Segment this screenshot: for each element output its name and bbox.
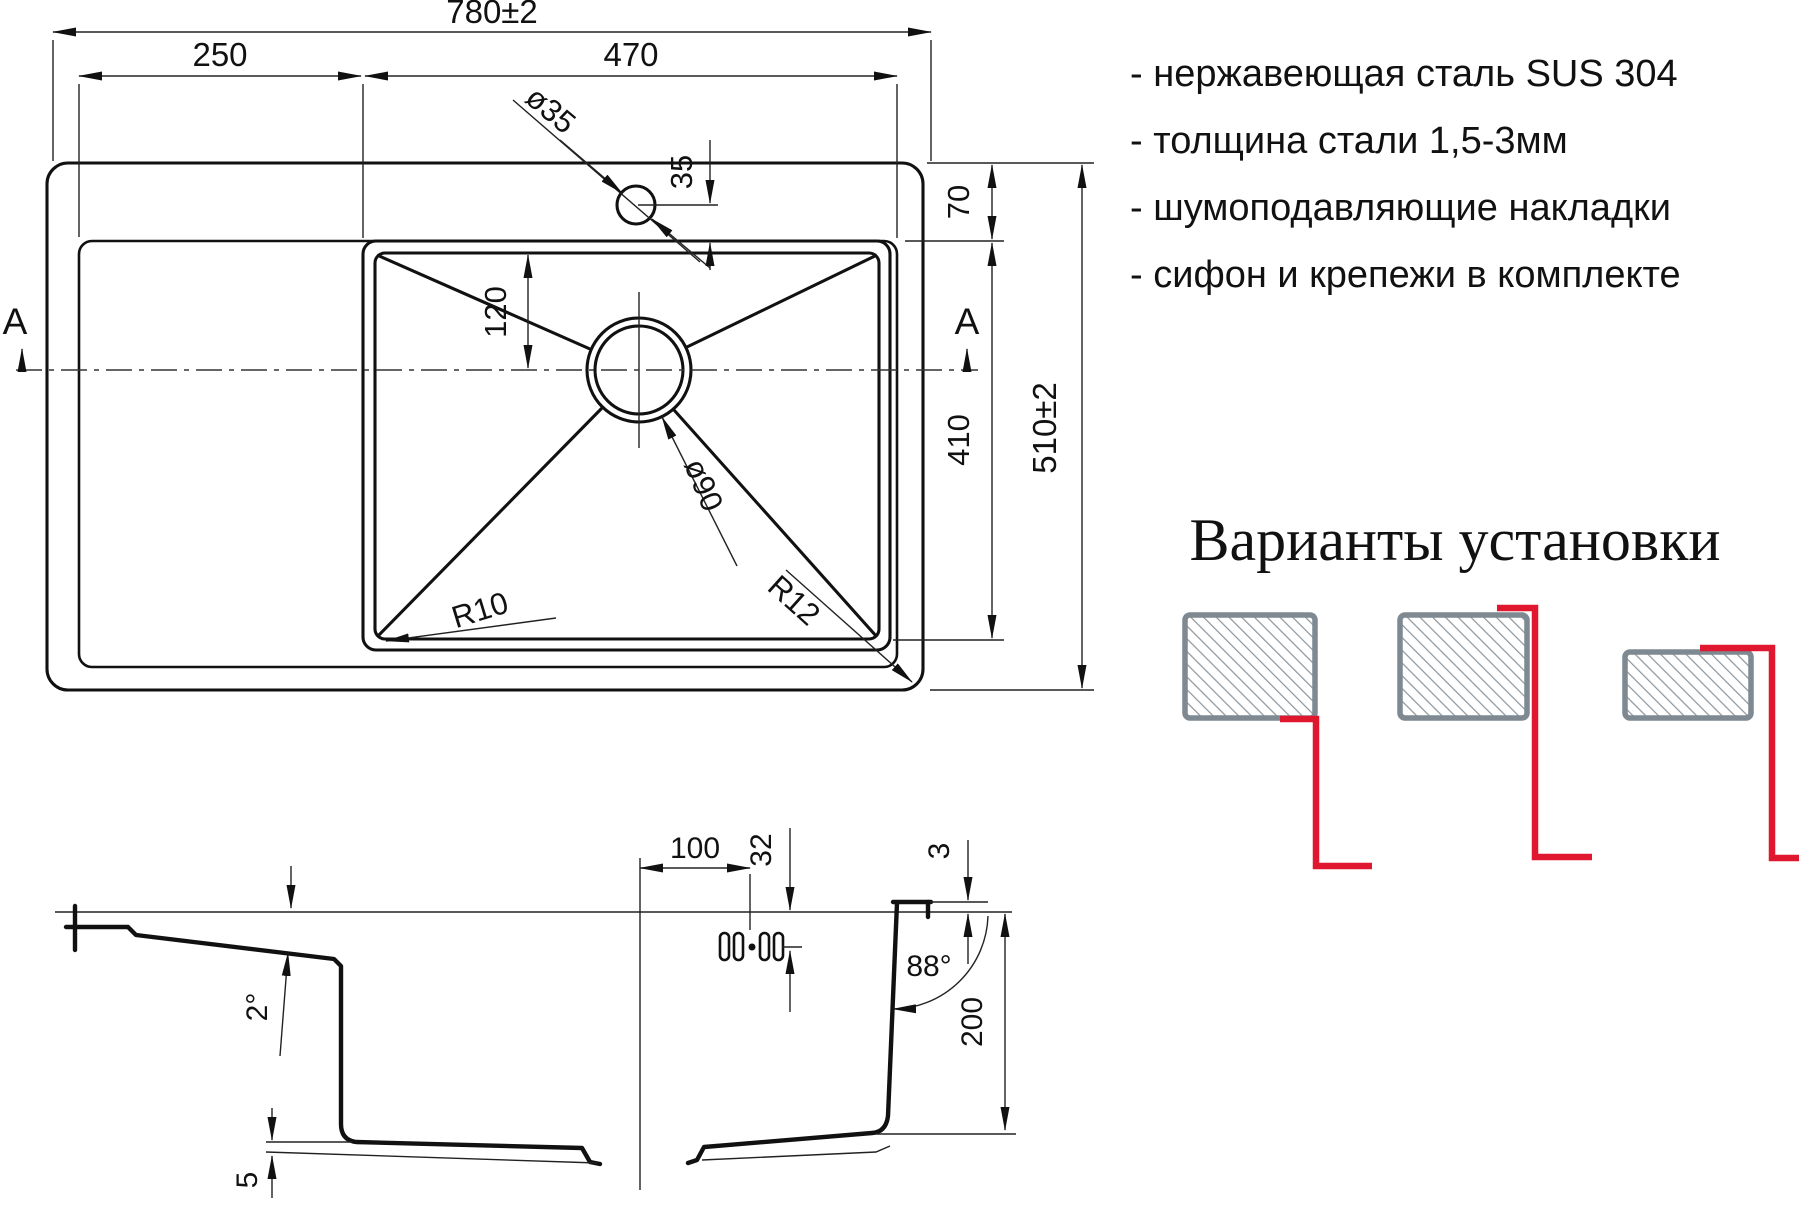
sink-body-hatched bbox=[1622, 649, 1754, 721]
section-mark-left: A bbox=[3, 301, 28, 372]
dim-rim-height-lines bbox=[930, 840, 988, 964]
faucet-hole-leader bbox=[512, 99, 711, 269]
bowl-outer-edge bbox=[361, 239, 892, 652]
dim-faucet-offset-lines bbox=[638, 140, 718, 270]
installation-title: Варианты установки bbox=[1190, 507, 1721, 573]
feature-item: - нержавеющая сталь SUS 304 bbox=[1130, 53, 1678, 95]
dim-faucet-hole-dia: ø35 bbox=[519, 79, 582, 140]
dim-drainboard-width: 250 bbox=[192, 36, 247, 73]
dim-overflow-depth-lines bbox=[782, 828, 802, 1012]
feature-item: - толщина стали 1,5-3мм bbox=[1130, 120, 1568, 162]
dim-slope-lines bbox=[279, 866, 296, 1057]
drain-dia-leader bbox=[661, 416, 738, 567]
section-letter-left: A bbox=[3, 301, 28, 342]
dim-faucet-offset: 35 bbox=[664, 155, 699, 189]
section-mark-right: A bbox=[955, 301, 980, 372]
section-profile-left bbox=[63, 903, 603, 1167]
bowl-radius-leader bbox=[385, 617, 557, 643]
extension-lines-right bbox=[893, 162, 1094, 691]
sink-body-hatched bbox=[1397, 612, 1530, 721]
dim-bottom-slope: 5 bbox=[231, 1172, 264, 1189]
dim-overflow-depth: 32 bbox=[745, 833, 778, 866]
dim-overall-depth: 510±2 bbox=[1026, 382, 1063, 474]
dim-bowl-length: 410 bbox=[941, 414, 976, 466]
install-option-undermount bbox=[1622, 644, 1799, 862]
installation-options: Варианты установки bbox=[1182, 507, 1799, 870]
countertop-edge-red bbox=[1497, 604, 1592, 861]
section-view: 100 32 2° 3 88° 200 bbox=[55, 828, 1016, 1198]
countertop-edge-red bbox=[1280, 715, 1372, 870]
install-option-flushmount bbox=[1397, 604, 1592, 861]
sink-body-hatched bbox=[1182, 612, 1318, 721]
dim-outer-radius: R12 bbox=[761, 568, 827, 632]
plan-view: ø35 35 120 ø90 R10 R12 780±2 250 bbox=[3, 0, 1094, 692]
dim-drain-overflow: 100 bbox=[670, 832, 720, 865]
sink-outer-rim bbox=[45, 161, 925, 692]
dim-rim-to-bowl: 70 bbox=[941, 185, 976, 219]
dim-rim-height: 3 bbox=[923, 843, 956, 860]
install-option-overmount bbox=[1182, 612, 1372, 870]
bowl-inner-edge bbox=[373, 251, 881, 641]
extension-lines-top bbox=[52, 40, 932, 238]
outer-radius-leader bbox=[785, 569, 913, 683]
dim-drain-offset: 120 bbox=[478, 286, 513, 338]
dim-bowl-depth: 200 bbox=[956, 997, 989, 1047]
feature-item: - шумоподавляющие накладки bbox=[1130, 187, 1671, 229]
section-profile-right bbox=[685, 899, 934, 1166]
dim-overall-width: 780±2 bbox=[446, 0, 538, 30]
dim-bowl-radius: R10 bbox=[448, 585, 513, 635]
dim-bowl-width: 470 bbox=[603, 36, 658, 73]
dim-wall-angle: 88° bbox=[906, 950, 951, 983]
section-letter-right: A bbox=[955, 301, 980, 342]
overflow-holes-detail bbox=[718, 931, 785, 962]
bowl-diagonals bbox=[375, 253, 879, 639]
feature-item: - сифон и крепежи в комплекте bbox=[1130, 254, 1681, 296]
features-list: - нержавеющая сталь SUS 304 - толщина ст… bbox=[1130, 53, 1681, 296]
wall-angle-arc bbox=[892, 915, 989, 1014]
dim-slope: 2° bbox=[241, 993, 274, 1022]
countertop-edge-red bbox=[1700, 644, 1799, 862]
dim-bottom-slope-lines bbox=[266, 1108, 352, 1198]
